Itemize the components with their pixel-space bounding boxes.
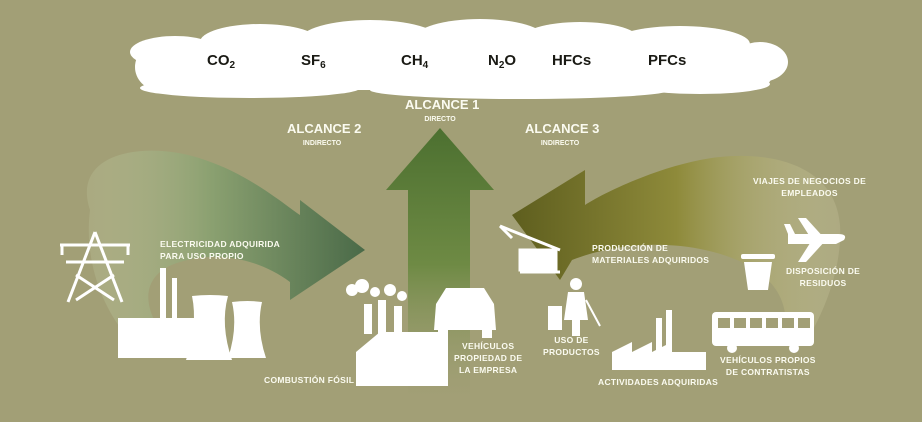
cloud	[130, 19, 788, 99]
airplane-icon	[784, 218, 846, 262]
scope2-arrow	[86, 150, 365, 340]
gas-sf6: SF6	[301, 52, 326, 71]
trash-can-icon	[741, 254, 775, 290]
bus-icon	[712, 312, 814, 353]
power-plant-icon	[118, 268, 266, 360]
gas-co2: CO2	[207, 52, 236, 71]
scope3-arrow	[512, 155, 841, 335]
outsourced-factory-icon	[612, 310, 706, 370]
gas-pfcs: PFCs	[648, 52, 687, 69]
crane-icon	[498, 224, 561, 274]
car-icon	[434, 288, 496, 338]
worker-icon	[548, 278, 601, 336]
factory-icon	[346, 279, 448, 386]
gas-n2o: N2O	[488, 52, 517, 71]
gas-hfcs: HFCs	[552, 52, 592, 69]
label-outsourced: ACTIVIDADES ADQUIRIDAS	[598, 377, 719, 387]
gas-ch4: CH4	[401, 52, 429, 71]
label-combustion: COMBUSTIÓN FÓSIL	[264, 375, 355, 385]
power-pylon-icon	[60, 231, 130, 303]
